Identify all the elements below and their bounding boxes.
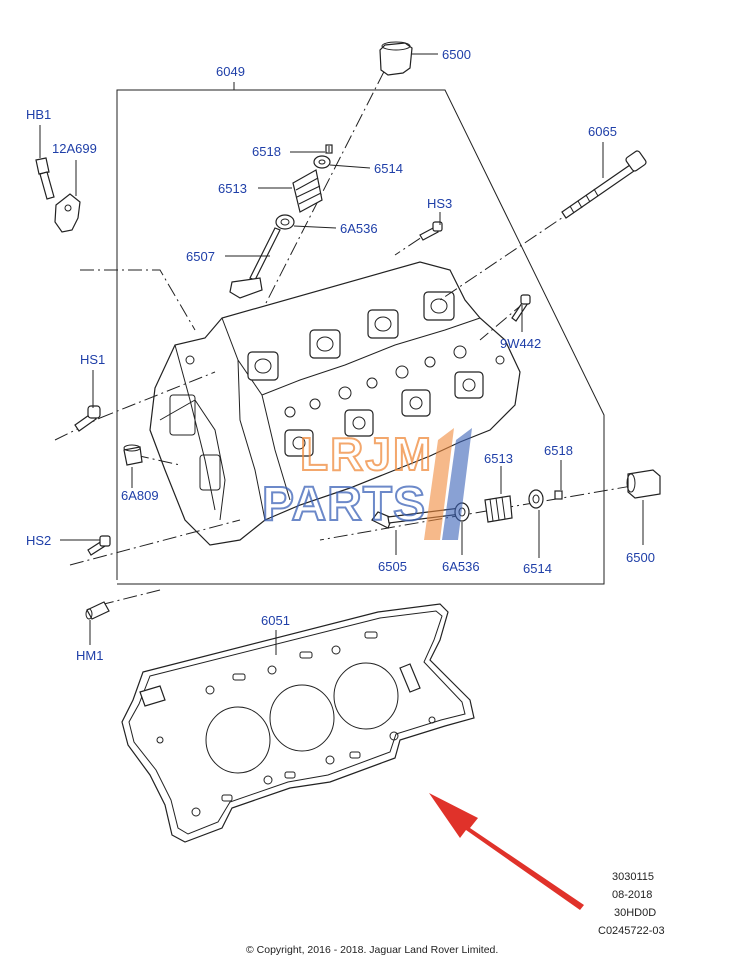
callout-6065: 6065 bbox=[588, 124, 617, 139]
stud-hs2 bbox=[87, 535, 111, 556]
callout-6514-right: 6514 bbox=[523, 561, 552, 576]
spring-top bbox=[292, 169, 323, 213]
callout-6049: 6049 bbox=[216, 64, 245, 79]
watermark-line1: LRJM bbox=[300, 428, 433, 480]
copyright-notice: © Copyright, 2016 - 2018. Jaguar Land Ro… bbox=[246, 944, 498, 956]
tappet-top bbox=[379, 41, 413, 76]
head-gasket-6051 bbox=[121, 603, 475, 843]
callout-6a536-right: 6A536 bbox=[442, 559, 480, 574]
plug-6a809 bbox=[123, 444, 143, 466]
callout-6500-right: 6500 bbox=[626, 550, 655, 565]
callout-6514-top: 6514 bbox=[374, 161, 403, 176]
ref-line-2: 08-2018 bbox=[612, 889, 652, 901]
callout-6a809: 6A809 bbox=[121, 488, 159, 503]
red-arrow bbox=[429, 793, 584, 910]
ref-line-3: 30HD0D bbox=[614, 907, 656, 919]
stud-hs3 bbox=[419, 221, 443, 241]
dowel-hm1 bbox=[85, 601, 110, 620]
callout-6513-right: 6513 bbox=[484, 451, 513, 466]
tappet-right bbox=[626, 469, 661, 499]
callout-hs3: HS3 bbox=[427, 196, 452, 211]
callout-6500-top: 6500 bbox=[442, 47, 471, 62]
valve-6507 bbox=[229, 227, 281, 299]
assembly-frame bbox=[116, 89, 605, 585]
stud-hs1 bbox=[74, 405, 101, 432]
callout-9w442: 9W442 bbox=[500, 336, 541, 351]
callout-hs2: HS2 bbox=[26, 533, 51, 548]
watermark-line2: PARTS bbox=[262, 478, 426, 531]
head-bolt-6065 bbox=[561, 150, 647, 219]
callout-6518-right: 6518 bbox=[544, 443, 573, 458]
callout-hb1: HB1 bbox=[26, 107, 51, 122]
retainer-right bbox=[528, 489, 544, 509]
callout-12a699: 12A699 bbox=[52, 141, 97, 156]
ref-line-1: 3030115 bbox=[612, 871, 654, 883]
ref-line-4: C0245722-03 bbox=[598, 925, 665, 937]
stud-9w442 bbox=[511, 294, 531, 322]
callout-6505: 6505 bbox=[378, 559, 407, 574]
spring-right bbox=[484, 495, 513, 523]
callout-6513-top: 6513 bbox=[218, 181, 247, 196]
callout-6518-top: 6518 bbox=[252, 144, 281, 159]
callout-6a536-top: 6A536 bbox=[340, 221, 378, 236]
callout-6507: 6507 bbox=[186, 249, 215, 264]
seal-top bbox=[275, 214, 295, 230]
collet-right bbox=[554, 490, 563, 500]
leader-lines bbox=[39, 53, 644, 655]
callout-6051: 6051 bbox=[261, 613, 290, 628]
watermark-logo: LRJM PARTS bbox=[261, 427, 472, 540]
cylinder-head bbox=[149, 261, 521, 546]
bracket-12a699 bbox=[54, 193, 81, 233]
retainer-top bbox=[313, 155, 331, 169]
callout-hm1: HM1 bbox=[76, 648, 103, 663]
callout-hs1: HS1 bbox=[80, 352, 105, 367]
bolt-hb1 bbox=[35, 157, 55, 200]
